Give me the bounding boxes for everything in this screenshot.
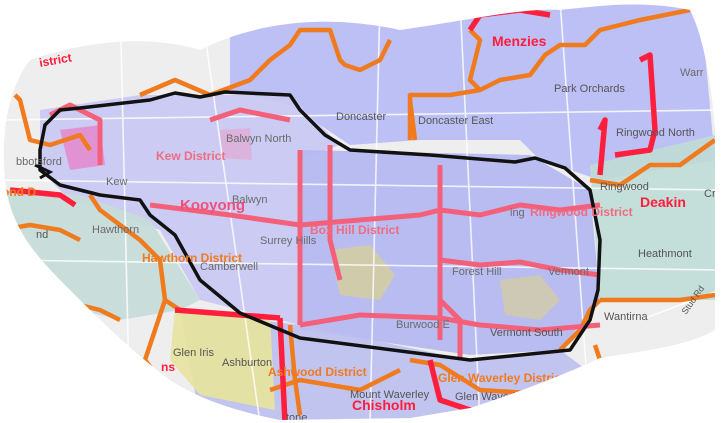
park-patch-1 [330,245,395,300]
suburb-forest-hill: Forest Hill [452,266,502,278]
district-ashwood-label: Ashwood District [268,365,367,379]
suburb-burwood-east: Burwood E [396,319,450,331]
kooyong-boundary [38,90,602,362]
suburb-doncaster-east: Doncaster East [418,115,493,127]
deakin-region [590,135,715,300]
district-glen-waverley-label: Glen Waverley District [438,371,565,385]
suburb-surrey-hills: Surrey Hills [260,235,317,247]
federal-kooyong-label: Kooyong [180,197,245,214]
suburb-glen-iris: Glen Iris [173,347,214,359]
park-patch-4 [220,128,252,160]
suburb-wantirna: Wantirna [604,311,648,323]
suburb-balwyn-north: Balwyn North [226,133,291,145]
federal-boundaries [9,7,658,420]
suburb-heathmont: Heathmont [638,248,692,260]
suburb-glen-waverley: Glen Waverley [455,391,527,403]
district-box-hill-label: Box Hill District [310,223,399,237]
fragment-nd: nd [36,229,48,241]
suburb-ringwood: Ringwood [600,181,649,193]
fragment-vermont: Vermont [548,266,589,278]
district-partial-left: ond D [2,185,36,199]
district-hawthorn-label: Hawthorn District [142,251,242,265]
suburb-balwyn: Balwyn [232,194,267,206]
suburb-abbotsford: bbotsford [16,156,62,168]
suburb-camberwell: Camberwell [200,261,258,273]
kooyong-boundary-notch [34,163,54,180]
suburb-ringwood-north-1: Ringwood North [616,127,695,139]
fragment-cr: Cr [704,188,716,200]
suburb-kew: Kew [106,176,127,188]
suburb-mount-waverley: Mount Waverley [350,389,430,401]
fragment-ns: ns [161,360,175,374]
federal-menzies-label: Menzies [492,33,547,49]
fragment-ing: ing [510,207,525,219]
district-ringwood-label: Ringwood District [530,205,633,219]
suburb-ashburton: Ashburton [222,357,272,369]
district-kew-label: Kew District [156,149,225,163]
federal-chisholm-label: Chisholm [352,397,416,413]
suburb-hawthorn: Hawthorn [92,224,139,236]
ashwood-yellow-region [170,310,275,410]
park-patch-2 [500,275,560,320]
suburb-park-orchards: Park Orchards [554,83,625,95]
district-boundaries [48,102,601,360]
fragment-warr: Warr [680,67,704,79]
district-partial-top-left: istrict [38,50,73,69]
suburb-vermont-south: Vermont South [490,327,563,339]
suburb-ivanhoe: Ivanhoe [88,19,127,31]
federal-deakin-label: Deakin [640,194,686,210]
suburb-doncaster: Doncaster [336,111,386,123]
suburb-malvern-fragment: tone [286,412,307,423]
